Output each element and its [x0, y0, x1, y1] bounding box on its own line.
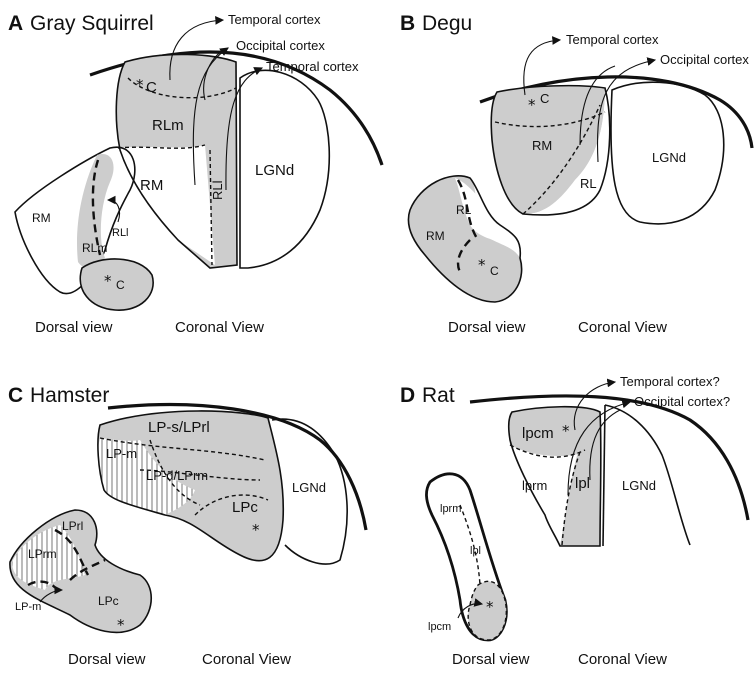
panel-c-lgnd-label: LGNd [292, 480, 326, 495]
panel-d-cortex-label-2: Occipital cortex? [634, 394, 730, 409]
panel-b: B Degu Temporal cortex Occipital cortex … [400, 12, 752, 336]
panel-c-letter: C [8, 384, 23, 407]
panel-a-rm-label: RM [140, 177, 163, 194]
panel-b-dorsal-c-label: C [490, 264, 499, 278]
panel-d-dorsal-asterisk: * [486, 598, 494, 616]
panel-d-lgnd [605, 405, 690, 545]
panel-a-dorsal-rli-arrow [108, 200, 120, 222]
panel-a-lgnd-label: LGNd [255, 162, 294, 179]
panel-c-dorsal-lprl-label: LPrl [62, 519, 83, 533]
panel-a-c-label: C [146, 79, 157, 96]
panel-b-c-label: C [540, 91, 549, 106]
panel-d-title: Rat [422, 384, 455, 407]
panel-c-lps-label: LP-s/LPrl [148, 419, 210, 436]
panel-c-lpd-label: LP-d/LPrm [146, 468, 208, 483]
panel-d-dorsal-caption: Dorsal view [452, 651, 530, 668]
panel-c-dorsal-lpm-label: LP-m [15, 601, 41, 613]
panel-a-dorsal-rm-label: RM [32, 211, 51, 225]
panel-d-dorsal-lprm-label: lprm [440, 503, 461, 515]
panel-a: A Gray Squirrel Temporal cortex Occipita… [8, 12, 382, 336]
panel-a-rlm-label: RLm [152, 117, 184, 134]
panel-d-cortex-label-1: Temporal cortex? [620, 374, 720, 389]
panel-d-lprm-label: lprm [522, 478, 547, 493]
panel-a-cortex-label-2: Occipital cortex [236, 38, 325, 53]
panel-a-dorsal-c-label: C [116, 278, 125, 292]
panel-c-lpm-label: LP-m [106, 446, 137, 461]
panel-c-coronal-caption: Coronal View [202, 651, 291, 668]
panel-c-dorsal-lpc-label: LPc [98, 594, 119, 608]
panel-d-letter: D [400, 384, 415, 407]
panel-d-lgnd-edge [603, 405, 605, 546]
panel-a-dorsal-asterisk: * [104, 272, 112, 290]
panel-d-asterisk: * [562, 422, 570, 440]
panel-d-dorsal-lpcm-label: lpcm [428, 621, 451, 633]
panel-d-lgnd-label: LGNd [622, 478, 656, 493]
panel-d-lpl-label: lpl [575, 475, 590, 492]
panel-d-lpcm-label: lpcm [522, 425, 554, 442]
panel-b-dorsal-asterisk: * [478, 256, 486, 274]
panel-c-asterisk: * [252, 521, 260, 539]
panel-a-rm-region [118, 145, 215, 265]
panel-c-dorsal-asterisk: * [117, 616, 125, 634]
panel-a-dorsal-caption: Dorsal view [35, 319, 113, 336]
panel-c-dorsal-caption: Dorsal view [68, 651, 146, 668]
panel-a-dorsal-rli-label: RLl [112, 227, 129, 239]
panel-b-lgnd-label: LGNd [652, 150, 686, 165]
panel-a-asterisk: * [136, 76, 144, 94]
panel-d-dorsal-lpl-label: lpl [470, 545, 481, 557]
panel-c-lpc-label: LPc [232, 499, 258, 516]
panel-a-rli-label: RLl [210, 180, 225, 200]
panel-b-rl-label: RL [580, 176, 597, 191]
panel-b-letter: B [400, 12, 415, 35]
panel-b-title: Degu [422, 12, 472, 35]
panel-a-dorsal-rlm-label: RLm [82, 241, 107, 255]
panel-b-coronal-caption: Coronal View [578, 319, 667, 336]
panel-a-cortex-label-3: Temporal cortex [266, 59, 359, 74]
panel-c-title: Hamster [30, 384, 109, 407]
panel-b-dorsal-rm-label: RM [426, 229, 445, 243]
panel-d-coronal-caption: Coronal View [578, 651, 667, 668]
panel-a-coronal-caption: Coronal View [175, 319, 264, 336]
panel-a-cortex-label-1: Temporal cortex [228, 12, 321, 27]
panel-b-cortex-label-2: Occipital cortex [660, 52, 749, 67]
panel-b-asterisk: * [528, 96, 536, 114]
panel-b-cortex-label-1: Temporal cortex [566, 32, 659, 47]
panel-d: D Rat Temporal cortex? Occipital cortex?… [400, 374, 748, 668]
panel-a-letter: A [8, 12, 23, 35]
panel-a-title: Gray Squirrel [30, 12, 154, 35]
panel-c-dorsal-lprm-label: LPrm [28, 547, 57, 561]
panel-c: C Hamster LP-s/LPrl LP-m LP-d/LPrm LPc *… [8, 384, 366, 668]
panel-b-dorsal-rl-label: RL [456, 203, 472, 217]
panel-b-dorsal-caption: Dorsal view [448, 319, 526, 336]
panel-b-rm-label: RM [532, 138, 552, 153]
